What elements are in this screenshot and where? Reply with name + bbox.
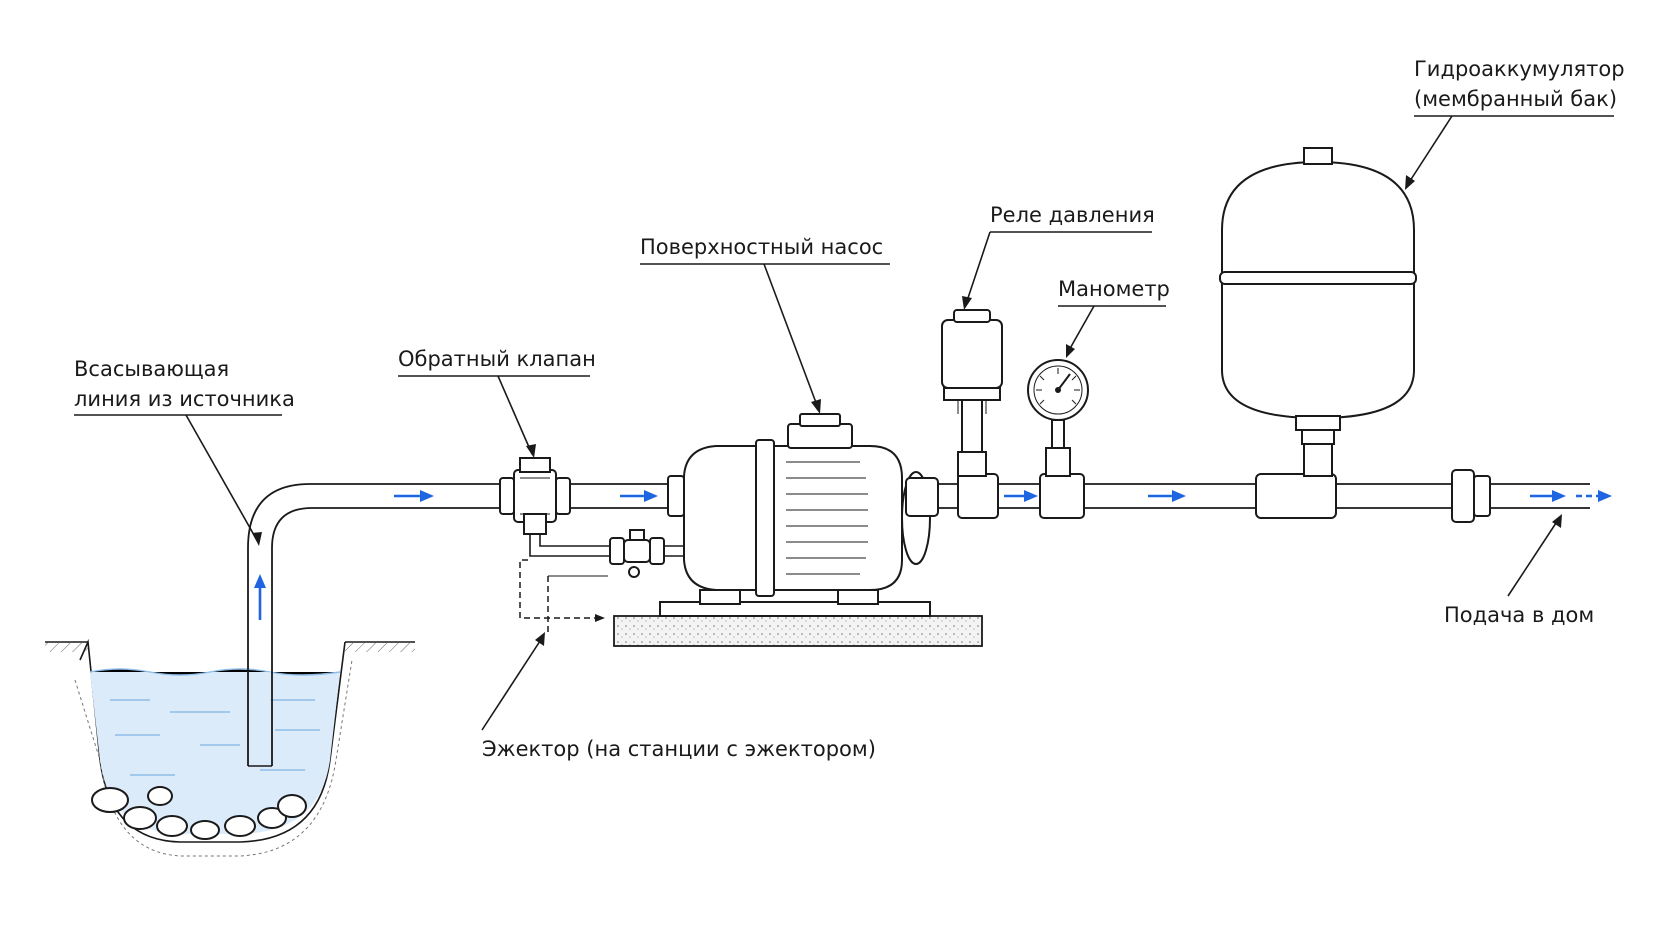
ejector-assembly <box>519 513 700 632</box>
check-valve <box>499 457 571 523</box>
well-source <box>45 638 415 857</box>
manometer <box>1027 359 1089 477</box>
label-manometer: Манометр <box>1058 277 1170 301</box>
callout-ejector: Эжектор (на станции с эжектором) <box>481 632 876 761</box>
label-check-valve: Обратный клапан <box>398 347 596 371</box>
pipe-to-pump <box>570 475 685 517</box>
label-pressure-switch: Реле давления <box>990 203 1155 227</box>
label-house-supply: Подача в дом <box>1444 603 1594 627</box>
callout-check-valve: Обратный клапан <box>398 347 596 458</box>
callout-suction-line: Всасывающая линия из источника <box>74 357 295 546</box>
discharge-pipe <box>905 469 1612 523</box>
label-surface-pump: Поверхностный насос <box>640 235 883 259</box>
callout-pressure-switch: Реле давления <box>962 203 1155 310</box>
hydraulic-accumulator <box>1219 147 1417 477</box>
callout-accumulator: Гидроаккумулятор (мембранный бак) <box>1405 57 1625 190</box>
callout-surface-pump: Поверхностный насос <box>640 235 890 414</box>
pump-base <box>613 589 983 647</box>
stones <box>91 786 307 840</box>
surface-pump <box>683 413 931 597</box>
callout-house-supply: Подача в дом <box>1444 514 1594 627</box>
label-suction-line-1: Всасывающая <box>74 357 229 381</box>
label-suction-line-2: линия из источника <box>74 387 295 411</box>
label-ejector: Эжектор (на станции с эжектором) <box>482 737 876 761</box>
terminal-box <box>787 423 853 449</box>
label-accumulator-1: Гидроаккумулятор <box>1414 57 1625 81</box>
suction-pipe <box>247 483 500 767</box>
pressure-switch <box>941 309 1003 477</box>
label-accumulator-2: (мембранный бак) <box>1414 87 1617 111</box>
callout-manometer: Манометр <box>1058 277 1170 358</box>
